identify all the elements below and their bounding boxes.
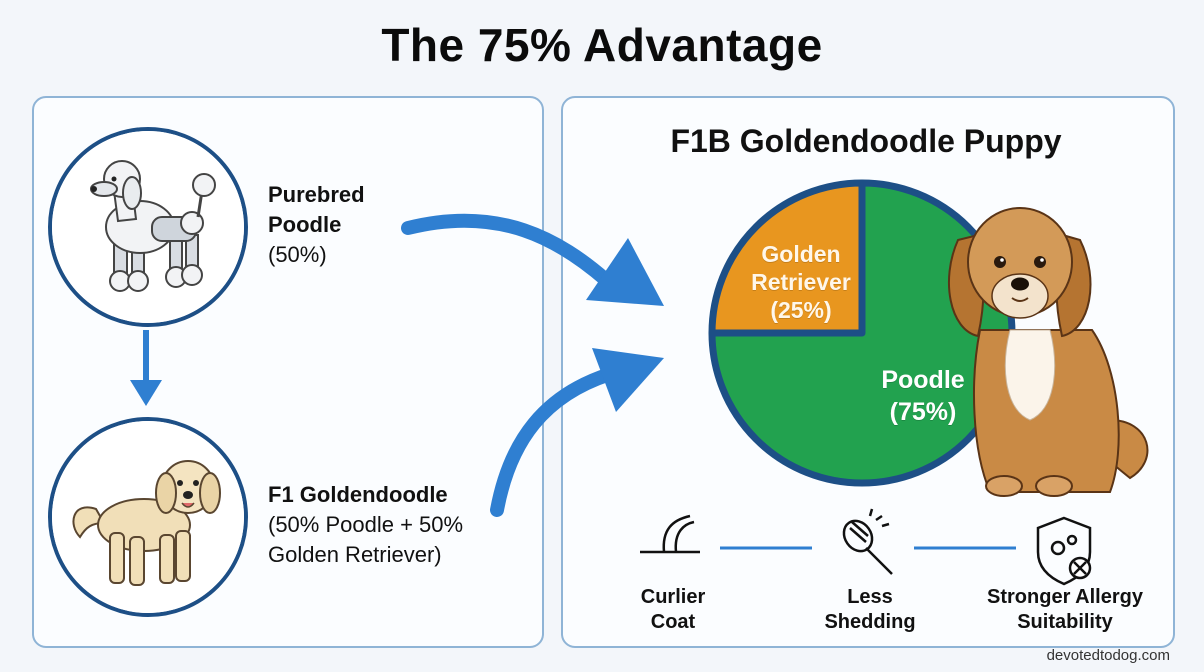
f1-goldendoodle-portrait xyxy=(48,417,248,617)
pie-label-golden: Golden Retriever (25%) xyxy=(736,240,866,324)
allergy-shield-icon xyxy=(1036,516,1092,586)
poodle-portrait xyxy=(48,127,248,327)
hair-strand-icon xyxy=(640,514,700,554)
golden-line1: Golden xyxy=(761,241,841,267)
poodle-to-puppy-arrow-icon xyxy=(401,213,664,306)
f1-name: F1 Goldendoodle xyxy=(268,482,448,507)
poodle-pct: (75%) xyxy=(889,398,957,426)
pie-slice-poodle xyxy=(708,179,1016,487)
benefit-allergy-suitability: Stronger Allergy Suitability xyxy=(965,585,1165,635)
benefit-line1: Less xyxy=(847,586,893,608)
benefit-line1: Curlier xyxy=(640,586,706,608)
brush-icon xyxy=(842,508,893,575)
parent-name-line2: Poodle xyxy=(268,212,342,237)
f1-label: F1 Goldendoodle (50% Poodle + 50% Golden… xyxy=(268,480,463,570)
f1b-puppy-icon xyxy=(947,207,1149,497)
parent-name-line1: Purebred xyxy=(268,182,365,207)
goldendoodle-icon xyxy=(52,421,244,613)
poodle-icon xyxy=(52,131,244,323)
pie-label-poodle: Poodle (75%) xyxy=(858,364,988,428)
benefit-line1: Stronger Allergy xyxy=(987,586,1143,608)
parent-percent: (50%) xyxy=(268,242,327,267)
poodle-line1: Poodle xyxy=(881,366,965,394)
f1-desc-line2: Golden Retriever) xyxy=(268,542,442,567)
f1-to-puppy-arrow-icon xyxy=(490,348,664,517)
benefit-curlier-coat: Curlier Coat xyxy=(573,585,773,635)
golden-pct: (25%) xyxy=(770,297,832,323)
benefit-line2: Shedding xyxy=(824,611,916,633)
page-title: The 75% Advantage xyxy=(381,19,823,71)
benefit-line2: Suitability xyxy=(1017,611,1113,633)
down-arrow-icon xyxy=(130,330,162,406)
benefit-line2: Coat xyxy=(650,611,696,633)
pie-slice-golden-retriever xyxy=(708,179,866,337)
site-credit: devotedtodog.com xyxy=(1046,647,1170,664)
f1-desc-line1: (50% Poodle + 50% xyxy=(268,512,464,537)
puppy-title: F1B Goldendoodle Puppy xyxy=(670,123,1062,159)
golden-line2: Retriever xyxy=(751,269,851,295)
parent-label: Purebred Poodle (50%) xyxy=(268,180,365,270)
benefit-less-shedding: Less Shedding xyxy=(770,585,970,635)
